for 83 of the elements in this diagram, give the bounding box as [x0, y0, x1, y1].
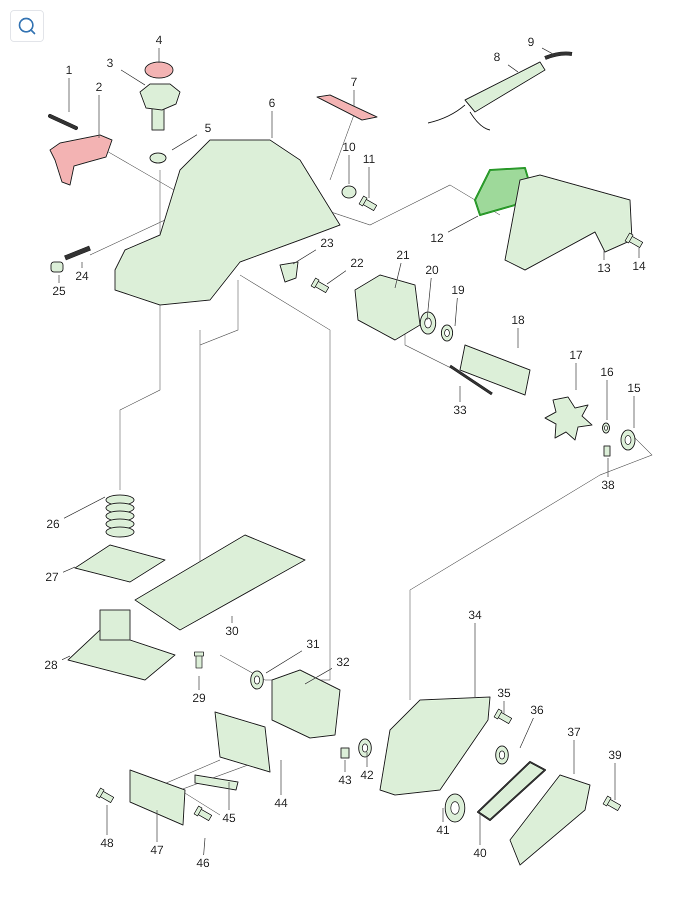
leader-line — [394, 262, 402, 288]
callout-number: 10 — [342, 141, 356, 153]
leader-line — [266, 650, 302, 674]
callout-number: 33 — [453, 404, 467, 416]
leader-line — [426, 278, 432, 320]
leader-line — [292, 249, 316, 264]
callout-number: 4 — [156, 34, 162, 46]
callout-number: 11 — [362, 153, 376, 165]
leader-line — [198, 676, 200, 690]
callout-number: 23 — [320, 237, 334, 249]
callout-number: 35 — [497, 687, 511, 699]
leader-line — [448, 216, 478, 232]
callout-number: 28 — [44, 659, 58, 671]
callout-number: 7 — [350, 76, 358, 88]
leader-line — [348, 154, 350, 184]
callout-number: 45 — [222, 812, 236, 824]
callout-number: 37 — [567, 726, 581, 738]
leader-line — [368, 166, 370, 198]
callout-number: 39 — [608, 749, 622, 761]
leader-line — [304, 668, 332, 684]
callout-number: 17 — [569, 349, 583, 361]
callout-number: 18 — [511, 314, 525, 326]
leader-line — [120, 70, 146, 86]
callout-number: 22 — [350, 257, 364, 269]
leader-line — [454, 298, 458, 326]
callout-number: 15 — [627, 382, 641, 394]
leader-line — [228, 782, 230, 810]
callout-number: 3 — [106, 57, 114, 69]
callout-number: 25 — [52, 285, 66, 297]
leader-line — [203, 838, 206, 856]
callout-number: 29 — [192, 692, 206, 704]
callout-number: 9 — [528, 36, 534, 48]
leader-line — [62, 656, 70, 660]
callout-number: 40 — [473, 847, 487, 859]
callout-number: 46 — [196, 857, 210, 869]
callout-number: 34 — [468, 609, 482, 621]
callout-number: 41 — [436, 824, 450, 836]
leader-line — [98, 94, 100, 138]
callout-number: 48 — [100, 837, 114, 849]
callout-number: 47 — [150, 844, 164, 856]
callout-number: 27 — [45, 571, 59, 583]
leader-line — [280, 760, 282, 796]
leader-line — [442, 808, 444, 822]
callout-number: 24 — [75, 270, 89, 282]
leader-line — [58, 274, 60, 284]
callout-number: 5 — [204, 122, 212, 134]
leader-line — [474, 622, 476, 698]
leader-line — [64, 496, 106, 519]
leader-line — [638, 248, 640, 258]
callout-number: 13 — [597, 262, 611, 274]
leader-line — [344, 760, 346, 772]
callout-number: 8 — [494, 51, 500, 63]
callout-number: 26 — [46, 518, 60, 530]
callout-number: 14 — [632, 260, 646, 272]
callout-number: 12 — [430, 232, 444, 244]
callout-number: 32 — [336, 656, 350, 668]
callout-number: 20 — [425, 264, 439, 276]
callout-number: 19 — [451, 284, 465, 296]
leader-line — [106, 804, 108, 836]
callout-number: 43 — [338, 774, 352, 786]
callout-number: 6 — [268, 97, 276, 109]
callout-number: 21 — [396, 249, 410, 261]
leader-line — [614, 762, 616, 800]
leader-line — [542, 48, 554, 54]
leader-line — [508, 64, 518, 72]
leader-line — [366, 752, 368, 768]
leader-line — [606, 380, 608, 420]
callout-number: 2 — [96, 81, 102, 93]
callout-number: 30 — [225, 625, 239, 637]
leader-line — [520, 718, 534, 748]
callout-number: 44 — [274, 797, 288, 809]
callout-number: 16 — [600, 366, 614, 378]
leader-line — [326, 270, 346, 284]
leader-line — [172, 134, 198, 150]
callout-number: 1 — [66, 64, 72, 76]
leader-line — [158, 48, 160, 64]
callout-number: 42 — [360, 769, 374, 781]
callout-number: 36 — [530, 704, 544, 716]
callout-number: 38 — [601, 479, 615, 491]
leader-line — [156, 810, 158, 842]
leader-line — [62, 566, 76, 573]
callout-number: 31 — [306, 638, 320, 650]
leader-line — [68, 78, 70, 112]
